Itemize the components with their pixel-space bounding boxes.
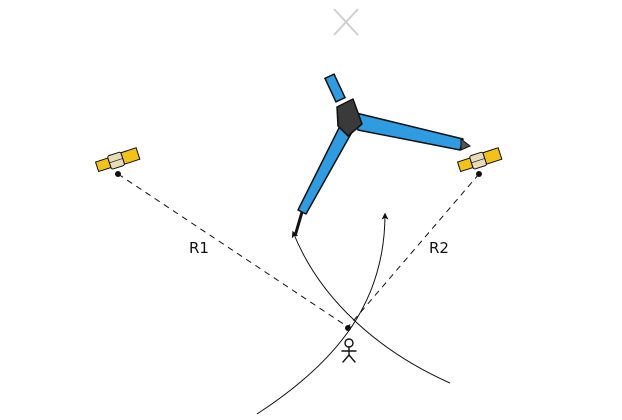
satellite-right-icon (456, 147, 503, 177)
drawing-compass-icon (293, 73, 471, 237)
range-line-r1 (117, 173, 349, 328)
intersection-point (345, 325, 351, 331)
range-line-r2 (347, 173, 480, 328)
label-r2: R2 (429, 239, 449, 257)
satellite-left-icon (94, 147, 141, 177)
range-arc-r1 (291, 230, 451, 384)
x-mark-icon (333, 8, 359, 36)
label-r1: R1 (189, 239, 209, 257)
person-icon (341, 338, 357, 363)
range-arc-r2 (256, 212, 389, 415)
